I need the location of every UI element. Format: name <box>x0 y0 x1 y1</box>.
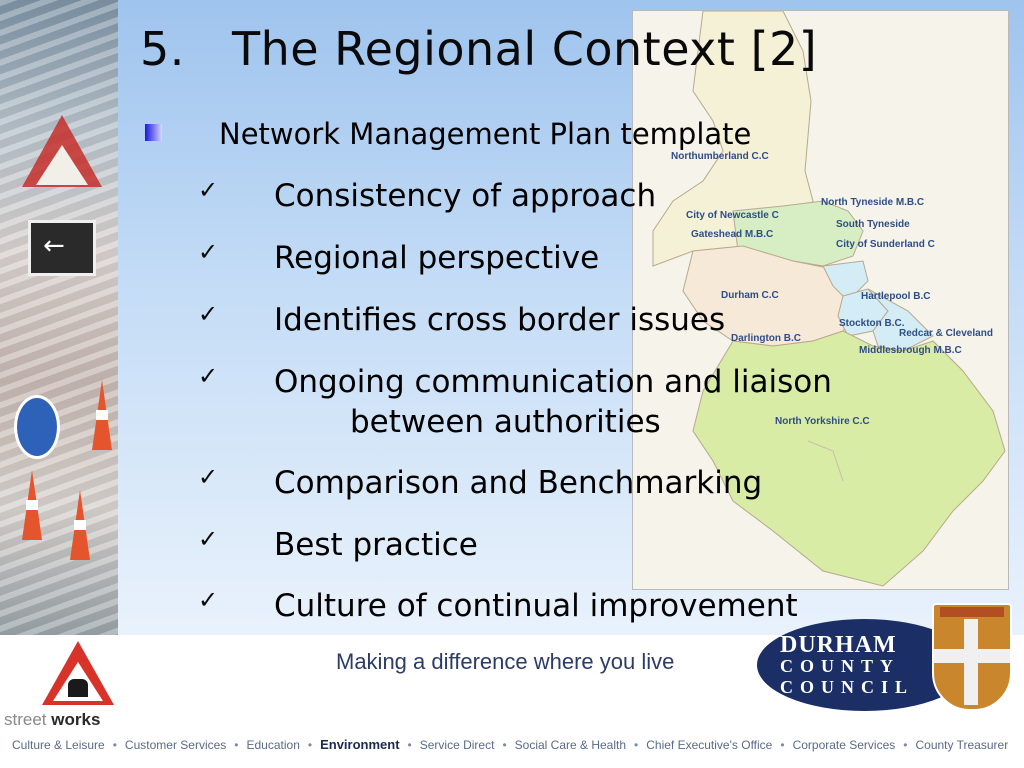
nav-link[interactable]: Education <box>246 738 300 752</box>
nav-link[interactable]: Corporate Services <box>792 738 896 752</box>
tagline: Making a difference where you live <box>336 649 675 674</box>
map-label-durham: Durham C.C <box>721 290 779 301</box>
nav-separator: • <box>780 738 785 752</box>
traffic-cone-icon <box>70 490 90 560</box>
list-item-text: Identifies cross border issues <box>274 302 726 338</box>
checkmark-icon: ✓ <box>198 300 219 328</box>
map-label-stockton: Stockton B.C. <box>839 318 905 329</box>
map-label-north-yorkshire: North Yorkshire C.C <box>775 416 870 427</box>
slide-title-text: The Regional Context [2] <box>232 22 818 76</box>
list-item-text: Ongoing communication and liaison betwee… <box>274 362 832 442</box>
nav-separator: • <box>407 738 412 752</box>
slide-title-number: 5. <box>140 22 185 76</box>
list-item-line2: between authorities <box>350 404 661 440</box>
nav-separator: • <box>234 738 239 752</box>
map-label-sunderland: City of Sunderland C <box>836 239 935 250</box>
service-nav-bar: Culture & Leisure • Customer Services • Educ… <box>12 737 1008 752</box>
checkmark-icon: ✓ <box>198 176 219 204</box>
map-label-darlington: Darlington B.C <box>731 333 801 344</box>
roadworks-photo-strip: ← <box>0 0 118 635</box>
nav-link[interactable]: County Treasurer <box>915 738 1009 752</box>
nav-link[interactable]: Service Direct <box>419 738 495 752</box>
street-works-logo: street works <box>4 710 101 729</box>
list-item-text: Comparison and Benchmarking <box>274 465 763 501</box>
map-label-gateshead: Gateshead M.B.C <box>691 229 774 240</box>
map-label-hartlepool: Hartlepool B.C <box>861 291 931 302</box>
nav-link[interactable]: Environment <box>320 737 400 752</box>
nav-separator: • <box>634 738 639 752</box>
nav-separator: • <box>903 738 908 752</box>
footer: street works Making a difference where y… <box>0 603 1024 768</box>
nav-separator: • <box>502 738 507 752</box>
nav-separator: • <box>112 738 117 752</box>
coat-of-arms-icon <box>932 603 1012 711</box>
checkmark-icon: ✓ <box>198 525 219 553</box>
left-arrow-sign-icon: ← <box>28 220 96 276</box>
nav-link[interactable]: Culture & Leisure <box>12 738 105 752</box>
map-label-redcar: Redcar & Cleveland <box>899 328 993 339</box>
square-bullet-icon <box>145 124 162 141</box>
traffic-cone-icon <box>92 380 112 450</box>
roadworker-icon <box>68 679 88 697</box>
list-item-line1: Ongoing communication and liaison <box>274 364 832 400</box>
map-label-south-tyneside: South Tyneside <box>836 219 910 230</box>
map-label-northumberland: Northumberland C.C <box>671 151 769 162</box>
checkmark-icon: ✓ <box>198 463 219 491</box>
nav-link[interactable]: Social Care & Health <box>514 738 627 752</box>
regional-map: Northumberland C.C North Tyneside M.B.C … <box>632 10 1009 590</box>
map-label-newcastle: City of Newcastle C <box>686 210 779 221</box>
map-label-north-tyneside: North Tyneside M.B.C <box>821 197 925 208</box>
keep-left-sign-icon <box>14 395 60 459</box>
map-regions <box>652 11 1006 587</box>
checkmark-icon: ✓ <box>198 586 219 614</box>
map-label-middlesbrough: Middlesbrough M.B.C <box>859 345 962 356</box>
nav-separator: • <box>307 738 313 752</box>
nav-link[interactable]: Chief Executive's Office <box>646 738 773 752</box>
list-item-text: Best practice <box>274 527 478 563</box>
slide: ← Northumberland C.C North Tyneside M.B.… <box>0 0 1024 635</box>
traffic-cone-icon <box>22 470 42 540</box>
durham-council-wordmark: DURHAM COUNTY COUNCIL <box>780 632 915 697</box>
nav-link[interactable]: Customer Services <box>124 738 227 752</box>
list-item-text: Culture of continual improvement <box>274 588 798 624</box>
main-point: Network Management Plan template <box>219 117 752 151</box>
slide-title: 5. The Regional Context [2] <box>140 22 817 76</box>
list-item-text: Regional perspective <box>274 240 600 276</box>
checkmark-icon: ✓ <box>198 238 219 266</box>
list-item-text: Consistency of approach <box>274 178 657 214</box>
checkmark-icon: ✓ <box>198 362 219 390</box>
